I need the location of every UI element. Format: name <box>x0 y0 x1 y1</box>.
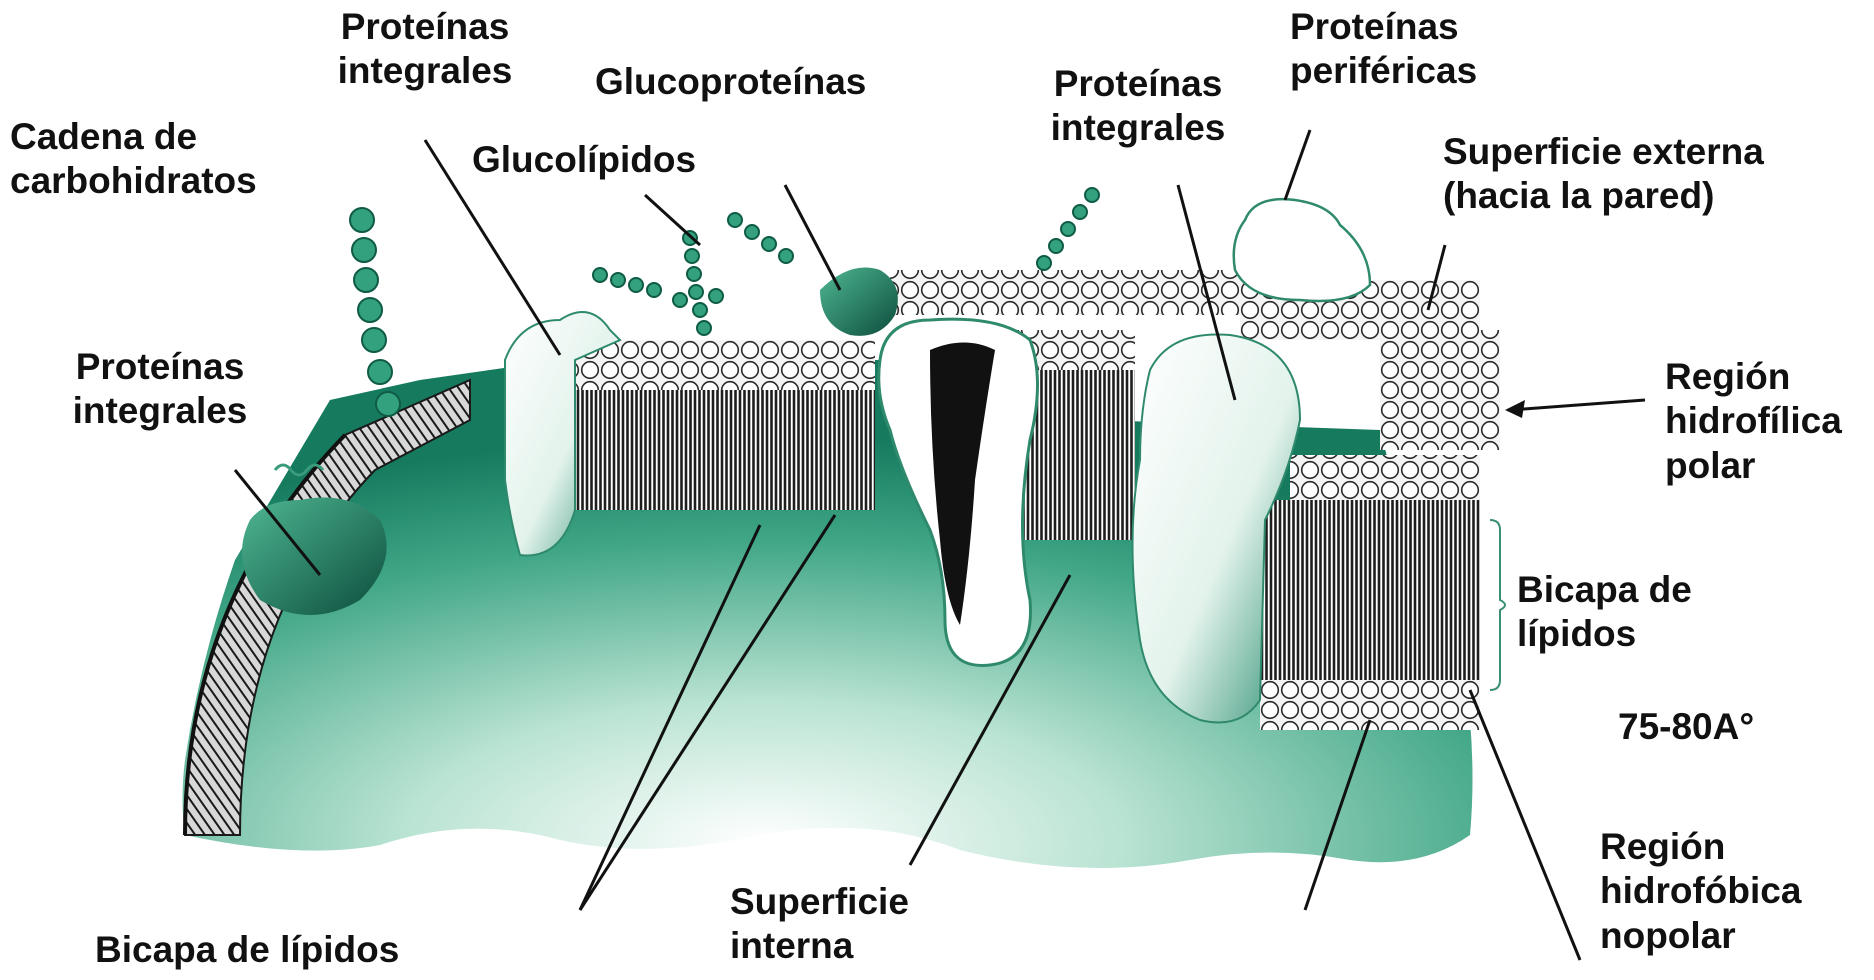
leader-perifericas <box>1285 130 1310 200</box>
label-proteinas-integrales-left: Proteínas integrales <box>55 345 265 434</box>
label-region-hidrofilica: Región hidrofílica polar <box>1665 355 1842 488</box>
label-proteinas-perifericas: Proteínas periféricas <box>1290 5 1477 94</box>
label-cadena-carbohidratos: Cadena de carbohidratos <box>10 115 257 204</box>
leader-hidrofilica <box>1510 400 1645 410</box>
leader-glucolipidos <box>645 195 700 245</box>
right-bilayer <box>1260 455 1505 730</box>
label-glucolipidos: Glucolípidos <box>472 138 696 182</box>
label-proteinas-integrales-top: Proteínas integrales <box>320 5 530 94</box>
label-superficie-interna: Superficie interna <box>730 880 909 969</box>
label-superficie-externa: Superficie externa (hacia la pared) <box>1443 130 1764 219</box>
label-glucoproteinas: Glucoproteínas <box>595 60 866 104</box>
label-espesor: 75-80A° <box>1618 705 1754 749</box>
label-region-hidrofobica: Región hidrofóbica nopolar <box>1600 825 1801 958</box>
label-bicapa-lipidos-right: Bicapa de lípidos <box>1517 568 1692 657</box>
leader-glucoproteinas <box>785 185 840 290</box>
label-bicapa-lipidos-bottom: Bicapa de lípidos <box>95 928 399 972</box>
label-proteinas-integrales-mid: Proteínas integrales <box>1038 62 1238 151</box>
peripheral-protein <box>1234 199 1370 301</box>
glycoprotein-blob <box>820 268 898 336</box>
leader-hidrofobica <box>1470 690 1580 960</box>
